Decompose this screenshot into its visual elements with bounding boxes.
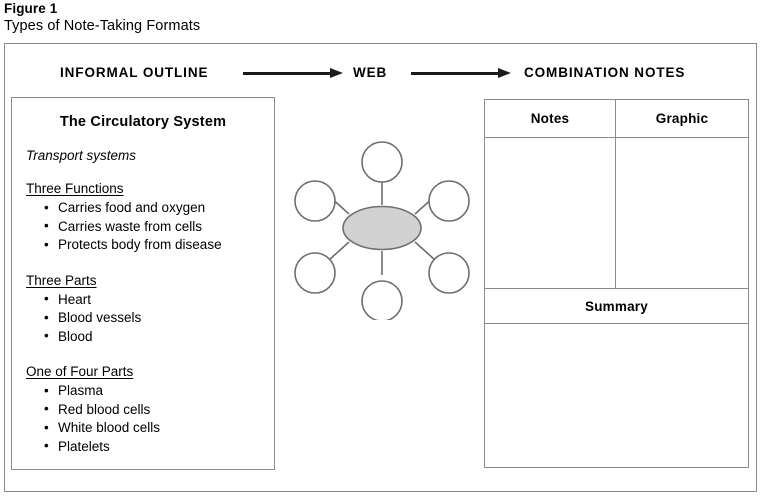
combination-notes-body-row — [485, 138, 748, 289]
figure-title: Types of Note-Taking Formats — [4, 18, 201, 34]
column-header-informal-outline: INFORMAL OUTLINE — [60, 65, 209, 80]
outline-bullet-list: Plasma Red blood cells White blood cells… — [26, 382, 274, 456]
list-item: Carries waste from cells — [44, 217, 274, 237]
list-item: Plasma — [44, 382, 274, 401]
outline-bullet-list: Heart Blood vessels Blood — [26, 290, 274, 347]
summary-cell[interactable] — [485, 324, 748, 467]
outline-title: The Circulatory System — [59, 114, 227, 130]
outline-section-heading: Three Parts — [26, 272, 97, 288]
web-diagram — [289, 134, 475, 320]
list-item: Red blood cells — [44, 400, 274, 420]
list-item: Blood — [44, 327, 274, 347]
list-item: Heart — [44, 290, 274, 310]
outline-section-three-functions: Three Functions Carries food and oxygen … — [26, 180, 274, 255]
connector-lower-left — [328, 241, 350, 261]
outline-section-three-parts: Three Parts Heart Blood vessels Blood — [26, 272, 274, 347]
list-item: Protects body from disease — [44, 236, 274, 255]
column-header-graphic: Graphic — [655, 111, 709, 126]
combination-notes-panel: Notes Graphic Summary — [484, 99, 749, 468]
outline-bullet-list: Carries food and oxygen Carries waste fr… — [26, 199, 274, 255]
figure-caption: Figure 1 Types of Note-Taking Formats — [4, 0, 604, 36]
arrow-right-icon-2 — [411, 68, 511, 78]
combination-notes-header-row: Notes Graphic — [485, 100, 748, 138]
column-header-web: WEB — [353, 65, 388, 80]
informal-outline-panel: The Circulatory System Transport systems… — [11, 97, 275, 470]
web-center-node — [342, 205, 422, 251]
column-header-notes: Notes — [485, 100, 616, 137]
web-satellite-node-lower-left — [294, 252, 336, 294]
list-item: Blood vessels — [44, 309, 274, 328]
arrow-shaft — [243, 72, 331, 75]
graphic-cell[interactable] — [616, 138, 748, 288]
column-headers-row: INFORMAL OUTLINE WEB COMBINATION NOTES — [5, 62, 756, 84]
list-item: Carries food and oxygen — [44, 199, 274, 218]
outline-section-one-of-four-parts: One of Four Parts Plasma Red blood cells… — [26, 363, 274, 456]
web-satellite-node-upper-right — [428, 180, 470, 222]
web-satellite-node-lower-right — [428, 252, 470, 294]
web-satellite-node-bottom — [361, 280, 403, 320]
summary-header: Summary — [485, 289, 748, 324]
web-satellite-node-upper-left — [294, 180, 336, 222]
web-satellite-node-top — [361, 141, 403, 183]
arrow-head — [330, 68, 343, 78]
connector-lower-right — [414, 241, 436, 261]
figure-frame: INFORMAL OUTLINE WEB COMBINATION NOTES T… — [4, 43, 757, 492]
list-item: White blood cells — [44, 419, 274, 438]
outline-section-heading: Three Functions — [26, 181, 124, 196]
column-header-combination-notes: COMBINATION NOTES — [524, 65, 686, 80]
notes-cell[interactable] — [485, 138, 616, 288]
arrow-head — [498, 68, 511, 78]
arrow-right-icon-1 — [243, 68, 343, 78]
list-item: Platelets — [44, 437, 274, 457]
outline-subtitle: Transport systems — [26, 148, 137, 163]
outline-section-heading: One of Four Parts — [26, 364, 134, 379]
arrow-shaft — [411, 72, 499, 75]
figure-label: Figure 1 — [4, 1, 58, 16]
